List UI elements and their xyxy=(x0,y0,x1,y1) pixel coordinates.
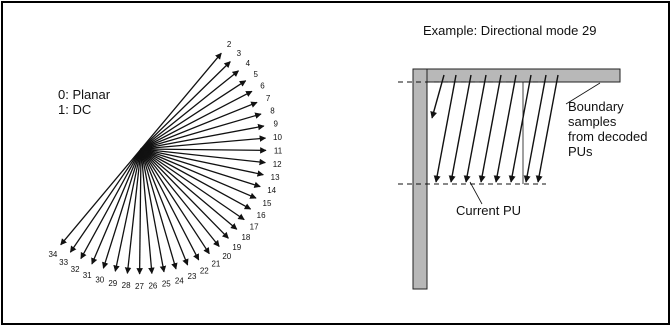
current-pu-pointer xyxy=(469,181,483,205)
mode-label-34: 34 xyxy=(48,250,57,259)
mode-arrow-27 xyxy=(136,148,143,275)
mode-label-21: 21 xyxy=(211,260,220,269)
mode-label-32: 32 xyxy=(71,265,80,274)
legend-dc: 1: DC xyxy=(58,102,91,117)
mode-label-22: 22 xyxy=(200,267,209,276)
prediction-arrow xyxy=(535,74,559,183)
mode-label-10: 10 xyxy=(273,133,282,142)
mode-arrow-32 xyxy=(80,148,142,260)
mode-arrow-14 xyxy=(140,148,261,188)
mode-arrow-9 xyxy=(140,123,265,150)
mode-arrow-5 xyxy=(140,80,247,150)
mode-arrow-26 xyxy=(140,148,155,275)
mode-label-5: 5 xyxy=(253,70,258,79)
mode-label-29: 29 xyxy=(108,279,117,288)
mode-arrow-2 xyxy=(140,52,222,150)
boundary-label-line4: PUs xyxy=(568,144,593,159)
mode-label-11: 11 xyxy=(274,147,283,156)
boundary-label-line2: samples xyxy=(568,114,617,129)
mode-arrow-16 xyxy=(140,148,252,210)
boundary-label-line1: Boundary xyxy=(568,99,624,114)
mode-arrow-6 xyxy=(140,90,253,150)
mode-label-25: 25 xyxy=(162,280,171,289)
prediction-arrow xyxy=(448,74,472,183)
prediction-arrow xyxy=(433,74,457,183)
mode-arrow-15 xyxy=(140,148,257,199)
mode-label-33: 33 xyxy=(59,258,68,267)
mode-label-4: 4 xyxy=(246,59,251,68)
prediction-arrow xyxy=(523,74,547,183)
intra-mode-fan xyxy=(60,52,267,275)
mode-label-19: 19 xyxy=(232,243,241,252)
mode-label-30: 30 xyxy=(95,276,104,285)
mode-arrow-11 xyxy=(140,147,267,154)
prediction-arrow xyxy=(478,74,502,183)
mode-label-31: 31 xyxy=(83,271,92,280)
mode-arrow-12 xyxy=(140,148,266,166)
current-pu-label: Current PU xyxy=(456,203,521,218)
prediction-arrow xyxy=(430,74,445,119)
mode-arrow-25 xyxy=(140,148,167,273)
mode-arrow-24 xyxy=(140,148,178,270)
mode-number-labels: 2345678910111213141516171819202122232425… xyxy=(48,40,282,291)
mode-arrow-29 xyxy=(113,148,142,272)
mode-arrow-34 xyxy=(60,148,142,246)
mode-label-13: 13 xyxy=(271,173,280,182)
mode-label-12: 12 xyxy=(273,160,282,169)
mode-arrow-21 xyxy=(140,148,210,255)
prediction-arrows xyxy=(430,74,559,183)
mode-arrow-17 xyxy=(140,148,245,221)
prediction-arrow xyxy=(508,74,532,183)
boundary-pointer xyxy=(565,82,601,105)
mode-arrow-7 xyxy=(140,101,258,150)
mode-arrow-20 xyxy=(140,148,220,248)
mode-label-6: 6 xyxy=(260,82,265,91)
mode-label-27: 27 xyxy=(135,282,144,291)
mode-label-2: 2 xyxy=(227,40,232,49)
mode-arrow-19 xyxy=(140,148,229,239)
mode-arrow-33 xyxy=(69,148,142,253)
left-boundary-samples xyxy=(412,68,428,290)
mode-label-7: 7 xyxy=(266,94,271,103)
mode-arrow-8 xyxy=(140,112,262,150)
mode-arrow-28 xyxy=(124,148,142,274)
mode-label-18: 18 xyxy=(241,233,250,242)
mode-label-8: 8 xyxy=(270,107,275,116)
mode-arrow-30 xyxy=(102,148,142,269)
example-title: Example: Directional mode 29 xyxy=(423,23,596,38)
prediction-arrow xyxy=(463,74,487,183)
mode-arrow-22 xyxy=(140,148,200,261)
mode-label-20: 20 xyxy=(222,252,231,261)
boundary-label-line3: from decoded xyxy=(568,129,648,144)
mode-label-14: 14 xyxy=(267,186,276,195)
legend-planar: 0: Planar xyxy=(58,87,111,102)
mode-label-24: 24 xyxy=(175,277,184,286)
mode-label-28: 28 xyxy=(122,281,131,290)
mode-label-17: 17 xyxy=(250,222,259,231)
mode-arrow-23 xyxy=(140,148,189,266)
mode-label-15: 15 xyxy=(263,199,272,208)
mode-arrow-18 xyxy=(140,148,238,230)
mode-label-16: 16 xyxy=(257,211,266,220)
mode-arrow-3 xyxy=(140,61,231,150)
prediction-arrow xyxy=(493,74,517,183)
mode-label-26: 26 xyxy=(148,282,157,291)
mode-arrow-31 xyxy=(91,148,142,265)
mode-label-9: 9 xyxy=(273,120,278,129)
mode-arrow-10 xyxy=(140,135,267,150)
mode-arrow-4 xyxy=(140,70,240,150)
mode-label-3: 3 xyxy=(237,49,242,58)
mode-arrow-13 xyxy=(140,148,264,177)
mode-label-23: 23 xyxy=(188,272,197,281)
